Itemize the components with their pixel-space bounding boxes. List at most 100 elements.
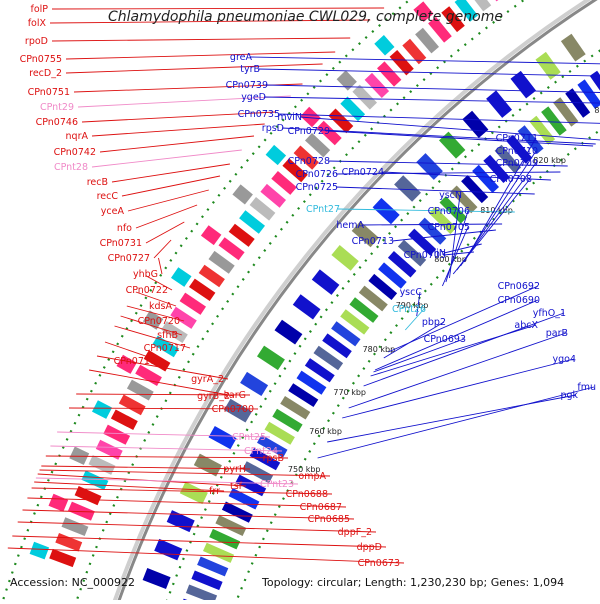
gene-label-right: CPn0703 [404,250,446,261]
callout-line [112,164,230,182]
forward-gene-block [180,293,206,315]
gene-label-left: karG [224,390,246,401]
reverse-gene-block [462,111,488,138]
callout-line [128,190,209,211]
forward-gene-block [171,267,192,287]
gene-label-right: CPn0709 [496,158,538,169]
callout-line [146,222,184,243]
gene-label-left: dppD [357,542,382,553]
gene-label-left: ompA [298,471,326,482]
gene-label-left: dppF_2 [338,527,372,538]
reverse-gene-block [373,198,400,224]
gene-label-left: kdsA [149,301,172,312]
gene-label-left: nqrA [66,131,89,142]
gene-label-right: yscC [400,287,423,298]
gene-label-right: CPn0710 [496,146,538,157]
gene-label-left: CPn0755 [20,54,62,65]
reverse-gene-block [154,539,182,561]
forward-gene-block [30,542,49,560]
gene-label-left: CPn0731 [100,238,142,249]
gene-label-left: CPn0673 [358,558,400,569]
callout-line [342,359,574,418]
gene-label-left: recD_2 [29,68,62,79]
forward-gene-block [374,35,394,56]
reverse-gene-block [331,245,358,271]
gene-label-right: rpsD [262,123,284,134]
map-title: Chlamydophila pneumoniae CWL029, complet… [108,9,503,25]
gene-label-left: CPn0727 [108,253,150,264]
gene-label-left: recB [87,177,108,188]
tick-label: 770 kbp [333,388,366,397]
forward-gene-block [232,184,253,204]
reverse-gene-block [486,90,512,118]
callout-line [122,176,220,196]
reverse-gene-block [143,568,171,589]
forward-gene-block [119,395,146,416]
gene-label-left: CPn0751 [28,87,70,98]
reverse-gene-block [312,269,340,295]
gene-label-right: CPn0711 [496,133,538,144]
gene-label-right: CPn0693 [424,334,466,345]
tick-label: 760 kbp [309,427,342,436]
gene-label-right: CPn0713 [352,236,394,247]
forward-gene-block [189,279,215,301]
gene-label-right: CPnt27 [306,204,340,215]
gene-label-right: mviN [277,112,302,123]
gene-label-right: CPn0739 [226,80,268,91]
forward-gene-block [127,380,154,401]
reverse-gene-block [167,510,195,532]
reverse-gene-block [180,482,208,504]
guide-ring-4 [233,0,600,600]
gene-label-right: CPn0708 [490,174,532,185]
gene-label-left: CPn0687 [300,502,342,513]
forward-gene-block [199,265,225,288]
reverse-gene-block [257,346,285,371]
forward-gene-block [266,145,287,165]
callout-line [136,205,197,228]
gene-label-left: CPn0685 [308,514,350,525]
gene-label-right: hemA [336,220,364,231]
gene-label-left: yhbG [133,269,158,280]
callout-line [52,38,350,41]
forward-gene-block [69,447,89,465]
gene-label-left: rpsB [263,453,284,464]
forward-gene-block [135,365,162,386]
callout-line [159,258,163,274]
gene-label-right: CPnt26 [392,304,426,315]
reverse-gene-block [275,320,303,345]
gene-label-right: yfhO_1 [533,308,566,319]
gene-label-left: folX [28,18,47,29]
gene-label-left: CPn0742 [54,147,96,158]
reverse-gene-block [416,153,443,180]
gene-label-right: CPn0706 [428,206,470,217]
forward-gene-block [81,471,108,491]
gene-label-right: greA [230,52,253,63]
forward-gene-block [111,410,138,431]
gene-label-right: CPn0724 [342,167,384,178]
gene-label-right: CPn0735 [238,109,280,120]
gene-label-left: CPn0722 [126,285,168,296]
forward-gene-block [62,517,89,536]
gene-label-right: parB [546,328,568,339]
gene-label-left: gyrA_2 [191,374,224,385]
forward-gene-block [49,494,69,512]
gene-label-right: yscN [439,190,462,201]
reverse-gene-block [439,132,465,159]
callout-line [100,136,254,152]
gene-label-right: ygeD [241,92,266,103]
gene-label-right: CPn0705 [428,222,470,233]
gene-label-right: CPn0728 [288,156,330,167]
tick-label: 830 kbp [594,106,600,115]
forward-gene-block [337,70,357,90]
gene-label-left: nfo [117,223,132,234]
gene-label-left: CPn0717 [144,343,186,354]
gene-label-left: CPn0746 [36,117,78,128]
gene-label-right: CPn0729 [288,126,330,137]
topology-info: Topology: circular; Length: 1,230,230 bp… [262,576,564,589]
callout-line [92,124,265,136]
accession-text: Accession: NC_000922 [10,576,135,589]
callout-line [92,150,242,167]
forward-gene-block [49,549,76,567]
gene-label-right: pbp2 [422,317,446,328]
callout-line [40,470,331,476]
